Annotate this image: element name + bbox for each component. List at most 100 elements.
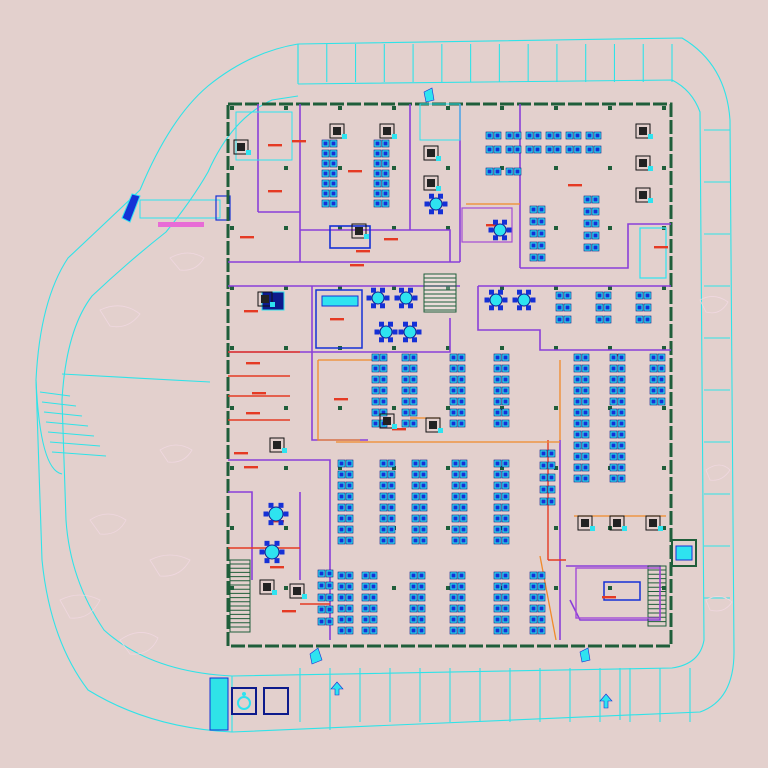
workstation xyxy=(501,615,510,624)
workstation xyxy=(337,503,346,512)
workstation xyxy=(361,571,370,580)
workstation xyxy=(573,441,582,450)
workstation xyxy=(451,514,460,523)
workstation xyxy=(583,243,592,252)
workstation xyxy=(451,481,460,490)
workstation xyxy=(513,167,522,176)
workstation xyxy=(581,353,590,362)
entry-marker-west xyxy=(309,647,323,665)
column xyxy=(446,166,450,170)
workstation xyxy=(529,604,538,613)
workstation xyxy=(361,593,370,602)
workstation xyxy=(409,626,418,635)
workstation xyxy=(449,593,458,602)
workstation xyxy=(379,397,388,406)
workstation xyxy=(501,364,510,373)
workstation xyxy=(573,375,582,384)
column xyxy=(230,466,234,470)
hatch-zone xyxy=(209,677,229,731)
workstation xyxy=(373,199,382,208)
elevator-car xyxy=(675,545,693,561)
workstation xyxy=(419,503,428,512)
workstation xyxy=(657,375,666,384)
workstation xyxy=(581,463,590,472)
workstation xyxy=(485,131,494,140)
workstation xyxy=(345,481,354,490)
workstation xyxy=(419,459,428,468)
workstation xyxy=(649,386,658,395)
workstation xyxy=(381,179,390,188)
workstation xyxy=(493,364,502,373)
workstation xyxy=(337,514,346,523)
parking-stall-line xyxy=(47,431,95,437)
parking-stalls-bottom xyxy=(299,668,691,722)
column xyxy=(338,226,342,230)
entry-marker-east xyxy=(579,647,591,663)
workstation xyxy=(501,525,510,534)
workstation xyxy=(387,459,396,468)
room-tag xyxy=(654,246,668,249)
workstation xyxy=(573,430,582,439)
room-tag xyxy=(602,596,616,599)
workstation xyxy=(379,481,388,490)
office-furniture xyxy=(269,437,287,453)
workstation xyxy=(493,492,502,501)
structural-columns xyxy=(230,106,666,590)
workstation xyxy=(337,615,346,624)
workstation xyxy=(345,514,354,523)
workstation xyxy=(373,139,382,148)
workstation xyxy=(539,449,548,458)
workstation xyxy=(409,386,418,395)
workstation xyxy=(417,626,426,635)
workstation xyxy=(457,386,466,395)
workstation xyxy=(321,179,330,188)
workstation xyxy=(371,386,380,395)
workstation xyxy=(459,492,468,501)
partitions xyxy=(228,104,671,640)
workstation xyxy=(361,582,370,591)
workstation xyxy=(617,430,626,439)
workstation xyxy=(401,397,410,406)
workstation xyxy=(411,536,420,545)
column xyxy=(446,346,450,350)
workstation xyxy=(387,481,396,490)
office-furniture xyxy=(577,515,595,531)
workstation xyxy=(529,217,538,226)
workstation xyxy=(537,217,546,226)
workstation xyxy=(493,525,502,534)
column xyxy=(608,106,612,110)
office-furniture xyxy=(645,515,663,531)
workstation xyxy=(573,463,582,472)
workstation xyxy=(337,492,346,501)
workstation xyxy=(325,581,334,590)
room-tag xyxy=(282,610,296,613)
room-tag xyxy=(252,392,266,395)
workstation xyxy=(345,525,354,534)
workstation xyxy=(493,145,502,154)
workstation xyxy=(493,593,502,602)
workstation xyxy=(573,474,582,483)
column xyxy=(392,466,396,470)
workstation xyxy=(573,397,582,406)
workstation xyxy=(417,582,426,591)
workstation xyxy=(371,419,380,428)
accessible-stall xyxy=(231,687,257,715)
workstation xyxy=(409,364,418,373)
workstation xyxy=(513,145,522,154)
workstation xyxy=(493,470,502,479)
workstation xyxy=(457,364,466,373)
workstation xyxy=(451,470,460,479)
workstation xyxy=(591,195,600,204)
column xyxy=(284,106,288,110)
workstation xyxy=(539,461,548,470)
restroom-west xyxy=(235,111,293,161)
workstation xyxy=(379,536,388,545)
workstation xyxy=(649,375,658,384)
workstation xyxy=(387,536,396,545)
workstation xyxy=(373,169,382,178)
workstation xyxy=(555,303,564,312)
workstation xyxy=(457,582,466,591)
workstation xyxy=(457,408,466,417)
workstation xyxy=(379,492,388,501)
workstation xyxy=(419,536,428,545)
